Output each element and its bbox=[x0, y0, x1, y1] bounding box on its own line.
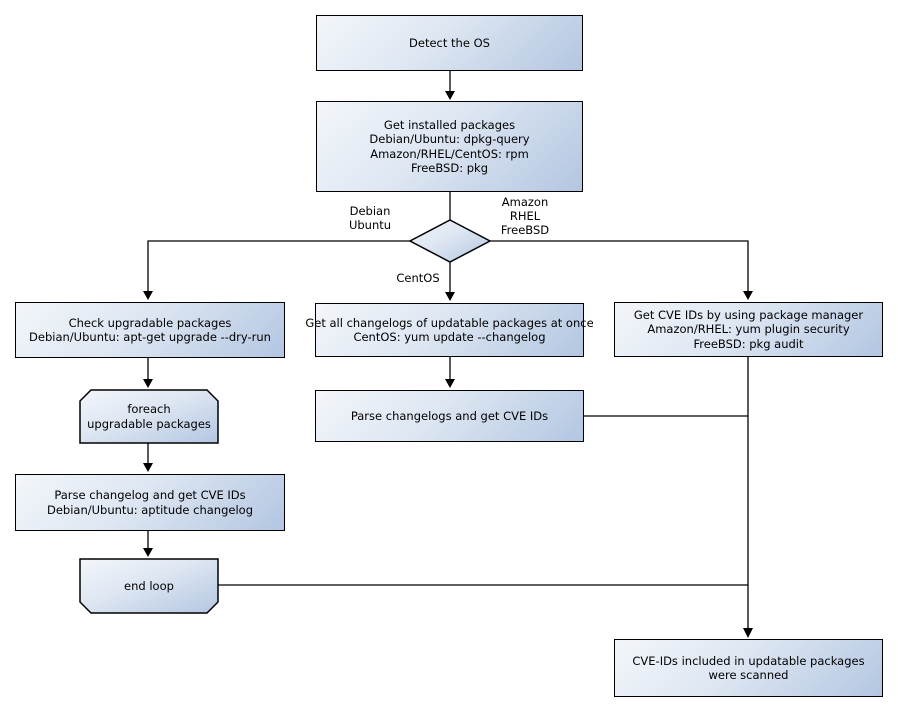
arrowhead-decision-to-check-upgradable bbox=[143, 291, 153, 300]
node-get-cve-ids-pkg-manager: Get CVE IDs by using package manager Ama… bbox=[614, 302, 883, 357]
decision-diamond-os bbox=[408, 219, 492, 263]
node-get-installed-text-1: Get installed packages bbox=[383, 117, 516, 132]
arrowhead-parse-to-endloop bbox=[143, 548, 153, 557]
edge-label-amazon-rhel-freebsd: Amazon RHEL FreeBSD bbox=[494, 195, 556, 237]
node-get-cve-text-2: Amazon/RHEL: yum plugin security bbox=[647, 322, 850, 337]
node-get-installed-text-4: FreeBSD: pkg bbox=[410, 161, 489, 175]
edge-label-amazon: Amazon bbox=[501, 195, 549, 209]
edge-label-freebsd: FreeBSD bbox=[500, 223, 550, 237]
node-check-upgradable-packages: Check upgradable packages Debian/Ubuntu:… bbox=[15, 302, 285, 358]
edge-label-centos: CentOS bbox=[386, 271, 450, 285]
node-foreach-text-1: foreach bbox=[127, 402, 171, 416]
node-get-all-changelogs-text-1: Get all changelogs of updatable packages… bbox=[305, 315, 594, 330]
node-get-cve-text-3: FreeBSD: pkg audit bbox=[693, 336, 804, 351]
arrowhead-foreach-to-parse bbox=[143, 463, 153, 472]
node-get-all-changelogs: Get all changelogs of updatable packages… bbox=[305, 303, 594, 357]
arrowhead-rail-to-result bbox=[743, 628, 753, 638]
node-detect-os: Detect the OS bbox=[316, 15, 583, 71]
edge-label-debian: Debian bbox=[349, 204, 391, 218]
arrowhead-changelogs-to-parse bbox=[445, 379, 455, 388]
edge-decision-to-check-upgradable bbox=[147, 240, 410, 292]
node-parse-changelogs: Parse changelogs and get CVE IDs bbox=[315, 390, 584, 442]
node-result-scanned-text-2: were scanned bbox=[708, 668, 789, 682]
edge-label-ubuntu: Ubuntu bbox=[348, 218, 392, 232]
node-get-installed-packages: Get installed packages Debian/Ubuntu: dp… bbox=[316, 101, 583, 192]
node-get-cve-text-1: Get CVE IDs by using package manager bbox=[633, 307, 864, 322]
edge-label-rhel: RHEL bbox=[509, 209, 541, 223]
arrowhead-decision-to-get-changelogs bbox=[445, 292, 455, 301]
node-end-loop-text: end loop bbox=[124, 578, 174, 593]
node-parse-changelogs-text: Parse changelogs and get CVE IDs bbox=[350, 408, 549, 423]
node-get-installed-text-3: Amazon/RHEL/CentOS: rpm bbox=[370, 146, 529, 161]
node-result-scanned: CVE-IDs included in updatable packages w… bbox=[614, 639, 883, 697]
node-check-upgradable-text-2: Debian/Ubuntu: apt-get upgrade --dry-run bbox=[29, 330, 271, 344]
node-result-scanned-text-1: CVE-IDs included in updatable packages bbox=[632, 653, 865, 668]
node-parse-changelog-debian-text-2: Debian/Ubuntu: aptitude changelog bbox=[47, 502, 253, 517]
arrowhead-decision-to-get-cve bbox=[743, 291, 753, 300]
loop-start-shape bbox=[79, 389, 219, 444]
node-detect-os-text: Detect the OS bbox=[409, 35, 490, 50]
node-foreach-loop-start: foreach upgradable packages bbox=[80, 390, 218, 443]
node-get-all-changelogs-text-2: CentOS: yum update --changelog bbox=[353, 330, 546, 344]
arrowhead-detect-to-installed bbox=[445, 91, 455, 100]
edge-label-centos-text: CentOS bbox=[396, 271, 440, 285]
node-get-installed-text-2: Debian/Ubuntu: dpkg-query bbox=[369, 132, 530, 146]
node-foreach-text-2: upgradable packages bbox=[87, 416, 211, 431]
edge-label-debian-ubuntu: Debian Ubuntu bbox=[335, 204, 405, 232]
node-end-loop: end loop bbox=[80, 559, 218, 613]
arrowhead-check-to-foreach bbox=[143, 379, 153, 388]
loop-end-shape bbox=[79, 558, 219, 614]
node-check-upgradable-text-1: Check upgradable packages bbox=[68, 315, 232, 330]
node-parse-changelog-debian: Parse changelog and get CVE IDs Debian/U… bbox=[15, 474, 285, 531]
edge-decision-to-get-cve bbox=[490, 240, 749, 292]
node-parse-changelog-debian-text-1: Parse changelog and get CVE IDs bbox=[54, 488, 246, 502]
